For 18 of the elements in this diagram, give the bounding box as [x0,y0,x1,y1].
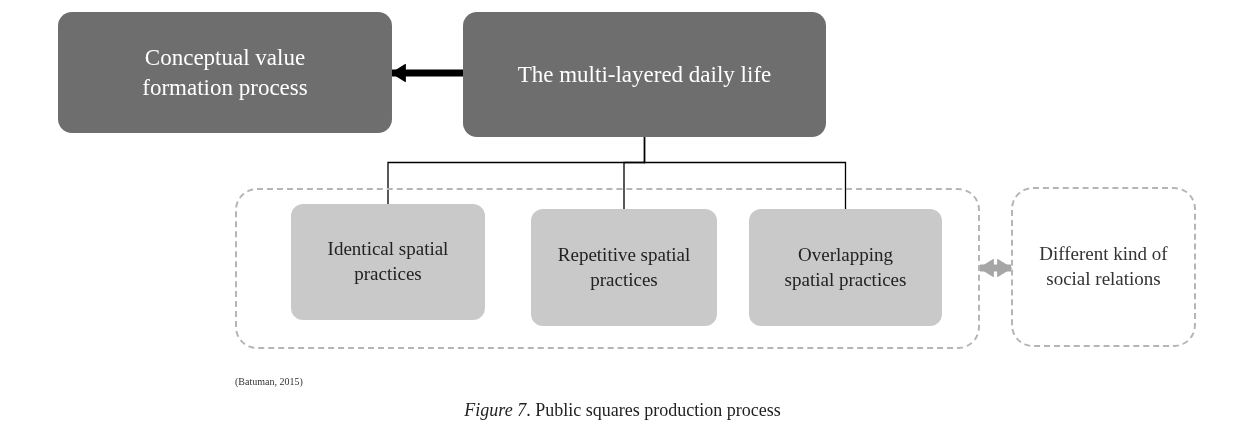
process-box [463,12,826,137]
box-text: Identical spatial practices [326,237,450,286]
box-text: Conceptual value formation process [141,43,309,102]
box-text: Overlapping spatial practices [783,242,908,292]
box-text: The multi-layered daily life [517,60,772,89]
figure-caption: Figure 7. Public squares production process [464,400,781,420]
box-text: Repetitive spatial practices [556,242,692,292]
arrow [978,258,1013,278]
arrow [390,63,463,83]
dashed-group-box [235,188,980,349]
process-box [58,12,392,133]
dashed-group-box [1011,187,1196,347]
practice-box [531,209,717,326]
connector-line [643,136,847,210]
box-text: Different kind of social relations [1038,242,1169,291]
practice-box [291,204,485,320]
source-note: (Batuman, 2015) [235,376,303,387]
practice-box [749,209,942,326]
